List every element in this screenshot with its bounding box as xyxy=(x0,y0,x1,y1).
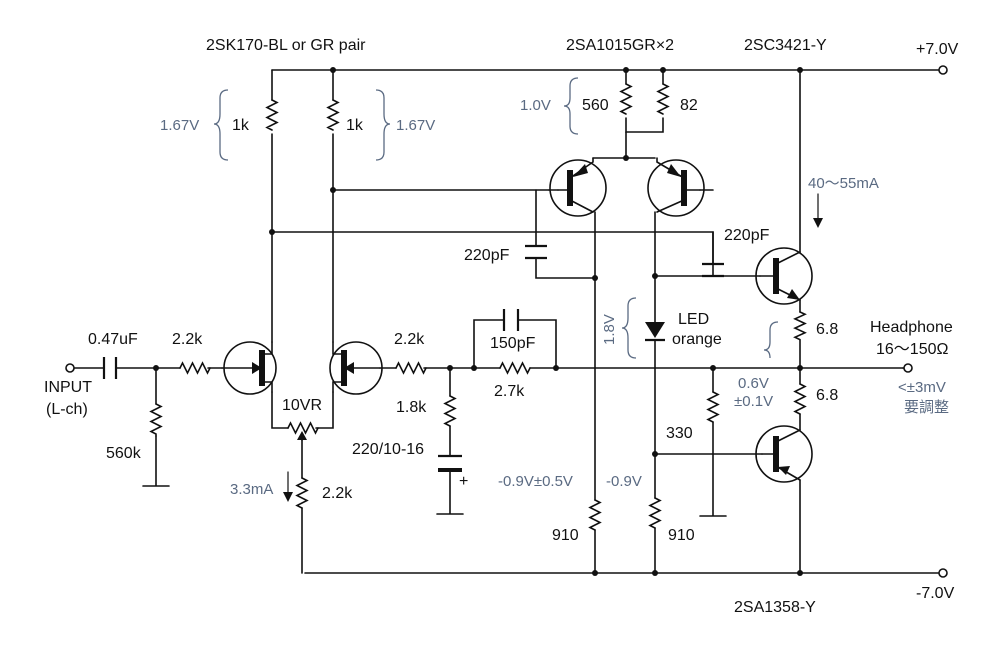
label-npn-out: 2SC3421-Y xyxy=(744,37,827,54)
junction-dots xyxy=(153,67,803,576)
brace-led xyxy=(621,297,637,359)
capacitor-220pf-left-icon xyxy=(525,244,547,260)
label-jfet-pair: 2SK170-BL or GR pair xyxy=(206,37,366,54)
label-led-1: LED xyxy=(678,311,709,328)
resistor-out-bottom-icon xyxy=(793,383,807,415)
resistor-560k-icon xyxy=(149,403,163,437)
led-icon xyxy=(645,322,665,342)
resistor-out-top-icon xyxy=(793,311,807,341)
pnp-right-icon xyxy=(647,157,705,217)
resistors xyxy=(149,83,807,531)
label-r-560: 560 xyxy=(582,97,609,114)
annotation-i-tail: 3.3mA xyxy=(230,481,273,498)
capacitor-electrolytic-icon xyxy=(438,454,462,472)
label-headphone-1: Headphone xyxy=(870,319,953,336)
resistor-910-right-icon xyxy=(648,497,662,529)
label-r-910-right: 910 xyxy=(668,527,695,544)
terminal-input-icon xyxy=(65,363,75,373)
label-vr: 10VR xyxy=(282,397,322,414)
label-cap-150pf: 150pF xyxy=(490,335,536,352)
pnp-left-icon xyxy=(549,157,607,217)
annotation-v-collector-left: -0.9V±0.5V xyxy=(498,473,573,490)
arrow-current-output-icon xyxy=(813,193,823,228)
label-v-minus: -7.0V xyxy=(916,585,955,602)
brace-drain-left xyxy=(213,89,229,161)
label-pnp-out: 2SA1358-Y xyxy=(734,599,816,616)
annotation-v-drain-right: 1.67V xyxy=(396,117,435,134)
capacitors xyxy=(102,244,724,472)
resistor-tail-icon xyxy=(295,477,309,509)
label-plus-sign: + xyxy=(459,473,468,490)
vr-wiper-icon xyxy=(297,431,307,441)
resistor-330-icon xyxy=(706,391,720,423)
label-led-2: orange xyxy=(672,331,722,348)
label-v-plus: +7.0V xyxy=(916,41,959,58)
terminal-headphone-icon xyxy=(903,363,913,373)
resistor-1k-left-icon xyxy=(265,99,279,131)
annotation-v-bias-tol: ±0.1V xyxy=(734,393,773,410)
brace-bias xyxy=(763,321,779,359)
annotation-v-bias-out: 0.6V xyxy=(738,375,769,392)
annotation-v-drain-left: 1.67V xyxy=(160,117,199,134)
annotation-arrows xyxy=(283,193,823,502)
component-labels: 2SK170-BL or GR pair 2SA1015GR×2 2SC3421… xyxy=(44,37,959,616)
brace-emitter xyxy=(563,77,579,135)
label-cap-220pf-left: 220pF xyxy=(464,247,510,264)
annotation-offset-1: <±3mV xyxy=(898,379,946,396)
resistor-82-icon xyxy=(656,83,670,115)
label-r-out-bottom: 6.8 xyxy=(816,387,838,404)
resistor-1k-right-icon xyxy=(326,99,340,131)
annotation-v-led: 1.8V xyxy=(601,314,618,345)
label-headphone-2: 16～150Ω xyxy=(876,341,948,358)
annotation-labels: 1.67V 1.67V 1.0V 40～55mA 1.8V 0.6V ±0.1V… xyxy=(160,97,949,498)
annotation-i-output: 40～55mA xyxy=(808,175,879,192)
capacitor-150pf-icon xyxy=(502,309,520,331)
label-input-2: (L-ch) xyxy=(46,401,88,418)
resistor-560-icon xyxy=(619,83,633,115)
terminal-vminus-icon xyxy=(938,568,948,578)
label-r-560k: 560k xyxy=(106,445,142,462)
label-r-shunt: 1.8k xyxy=(396,399,427,416)
arrow-current-tail-icon xyxy=(283,471,293,502)
label-r-feedback: 2.7k xyxy=(494,383,525,400)
capacitor-220pf-right-icon xyxy=(702,262,724,278)
label-cap-220pf-right: 220pF xyxy=(724,227,770,244)
label-r-tail: 2.2k xyxy=(322,485,353,502)
label-r-drain-right: 1k xyxy=(346,117,364,134)
label-cap-electrolytic: 220/10-16 xyxy=(352,441,424,458)
label-r-feedback-series: 2.2k xyxy=(394,331,425,348)
annotation-v-collector-right: -0.9V xyxy=(606,473,642,490)
pnp-output-icon xyxy=(755,425,813,483)
resistor-feedback-icon xyxy=(499,361,531,375)
terminal-vplus-icon xyxy=(938,65,948,75)
label-r-330: 330 xyxy=(666,425,693,442)
annotation-v-emitter: 1.0V xyxy=(520,97,551,114)
brace-drain-right xyxy=(375,89,391,161)
jfet-left-icon xyxy=(221,341,277,395)
potentiometer-10vr-icon xyxy=(287,421,319,435)
label-r-input-series: 2.2k xyxy=(172,331,203,348)
npn-output-icon xyxy=(755,247,813,305)
label-r-drain-left: 1k xyxy=(232,117,250,134)
label-r-out-top: 6.8 xyxy=(816,321,838,338)
label-input-1: INPUT xyxy=(44,379,92,396)
label-r-82: 82 xyxy=(680,97,698,114)
annotation-offset-2: 要調整 xyxy=(904,399,949,416)
label-r-910-left: 910 xyxy=(552,527,579,544)
terminals xyxy=(65,65,948,578)
jfet-right-icon xyxy=(329,341,383,395)
wiring xyxy=(73,69,944,574)
label-cap-input: 0.47uF xyxy=(88,331,138,348)
label-pnp-pair: 2SA1015GR×2 xyxy=(566,37,674,54)
resistor-910-left-icon xyxy=(588,499,602,531)
resistor-feedback-series-icon xyxy=(395,361,427,375)
resistor-shunt-icon xyxy=(443,395,457,427)
annotation-braces xyxy=(213,77,779,359)
capacitor-input-icon xyxy=(102,357,118,379)
resistor-input-series-icon xyxy=(179,361,211,375)
